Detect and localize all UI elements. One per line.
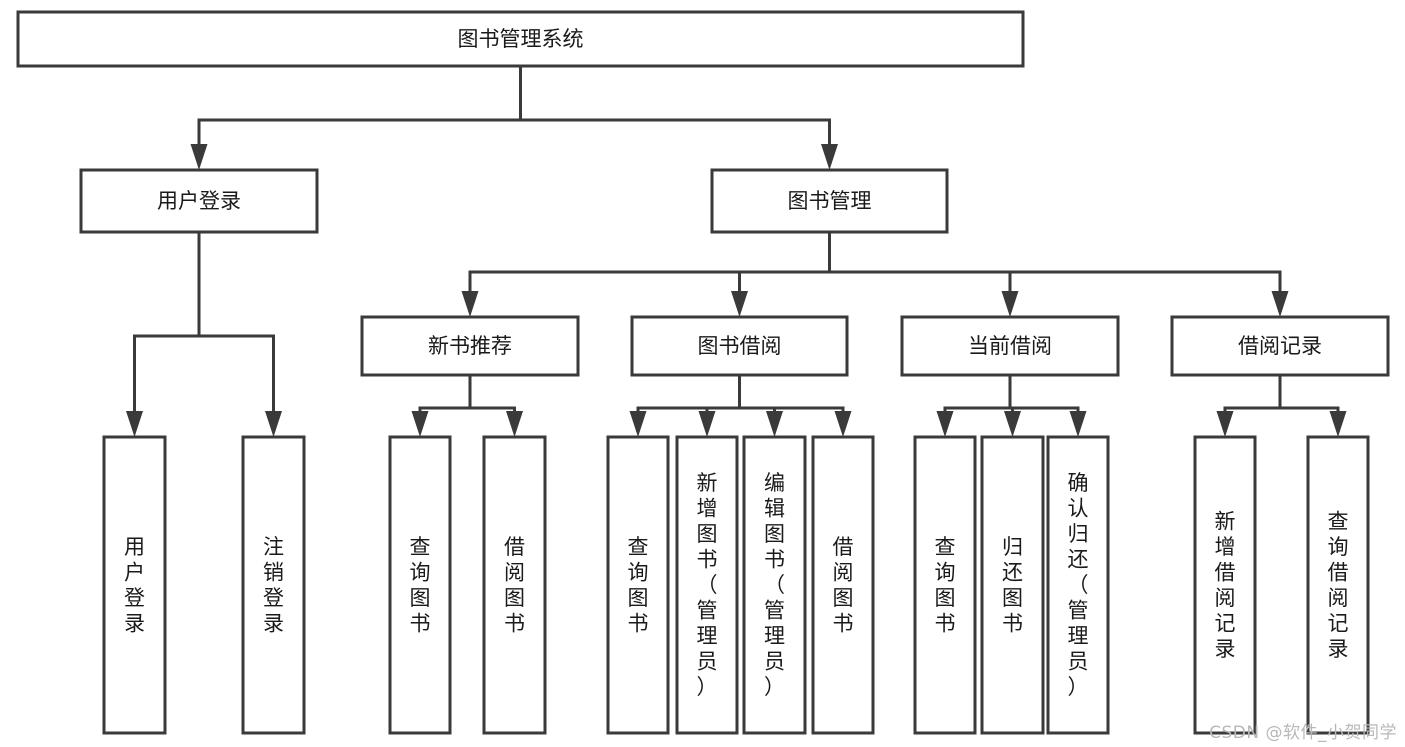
node-box: [360, 315, 580, 377]
node-box: [811, 435, 875, 735]
node-l2_1[interactable]: 图书管理: [710, 168, 949, 234]
node-label: 注销登录: [263, 535, 284, 636]
node-label: 编辑图书（管理员）: [764, 471, 785, 699]
node-leaf_5[interactable]: 新增图书（管理员）: [675, 435, 739, 735]
node-label: 查询图书: [410, 535, 431, 636]
node-box: [1306, 435, 1370, 735]
watermark-credit: CSDN @软件_小贺同学: [1209, 723, 1397, 743]
node-box: [913, 435, 977, 735]
node-label: 确认归还（管理员）: [1068, 471, 1089, 699]
node-leaf_11[interactable]: 新增借阅记录: [1193, 435, 1257, 735]
node-box: [675, 435, 739, 735]
node-box: [16, 10, 1025, 68]
node-leaf_6[interactable]: 编辑图书（管理员）: [742, 435, 807, 735]
node-l3_1[interactable]: 图书借阅: [630, 315, 849, 377]
node-label: 查询图书: [935, 535, 956, 636]
node-box: [102, 435, 167, 735]
node-leaf_7[interactable]: 借阅图书: [811, 435, 875, 735]
node-leaf_1[interactable]: 注销登录: [241, 435, 306, 735]
node-box: [742, 435, 807, 735]
node-label: 新书推荐: [428, 334, 512, 358]
node-label: 查询图书: [628, 535, 649, 636]
node-leaf_10[interactable]: 确认归还（管理员）: [1046, 435, 1110, 735]
node-label: 当前借阅: [968, 334, 1052, 358]
node-box: [388, 435, 452, 735]
node-root[interactable]: 图书管理系统: [16, 10, 1025, 68]
node-leaf_8[interactable]: 查询图书: [913, 435, 977, 735]
node-box: [482, 435, 547, 735]
node-box: [1170, 315, 1390, 377]
node-label: 查询借阅记录: [1328, 509, 1349, 661]
node-label: 借阅记录: [1238, 334, 1322, 358]
node-box: [1193, 435, 1257, 735]
node-leaf_12[interactable]: 查询借阅记录: [1306, 435, 1370, 735]
node-boxes: 图书管理系统用户登录图书管理新书推荐图书借阅当前借阅借阅记录用户登录注销登录查询…: [16, 10, 1390, 735]
node-box: [606, 435, 670, 735]
node-leaf_0[interactable]: 用户登录: [102, 435, 167, 735]
node-label: 新增借阅记录: [1215, 509, 1236, 661]
node-l3_2[interactable]: 当前借阅: [900, 315, 1120, 377]
node-label: 图书借阅: [698, 334, 782, 358]
node-box: [980, 435, 1045, 735]
node-label: 用户登录: [157, 189, 241, 213]
connector-lines: [126, 64, 1347, 437]
node-box: [241, 435, 306, 735]
node-label: 图书管理系统: [458, 27, 584, 51]
node-label: 用户登录: [124, 535, 145, 636]
node-l3_3[interactable]: 借阅记录: [1170, 315, 1390, 377]
node-label: 归还图书: [1002, 535, 1023, 636]
node-l3_0[interactable]: 新书推荐: [360, 315, 580, 377]
node-box: [900, 315, 1120, 377]
node-leaf_4[interactable]: 查询图书: [606, 435, 670, 735]
node-leaf_3[interactable]: 借阅图书: [482, 435, 547, 735]
node-box: [1046, 435, 1110, 735]
node-l2_0[interactable]: 用户登录: [79, 168, 319, 234]
node-box: [630, 315, 849, 377]
node-leaf_2[interactable]: 查询图书: [388, 435, 452, 735]
node-label: 新增图书（管理员）: [697, 471, 718, 699]
node-label: 借阅图书: [833, 535, 854, 636]
node-label: 借阅图书: [504, 535, 525, 636]
node-leaf_9[interactable]: 归还图书: [980, 435, 1045, 735]
node-label: 图书管理: [788, 189, 872, 213]
node-box: [79, 168, 319, 234]
node-box: [710, 168, 949, 234]
